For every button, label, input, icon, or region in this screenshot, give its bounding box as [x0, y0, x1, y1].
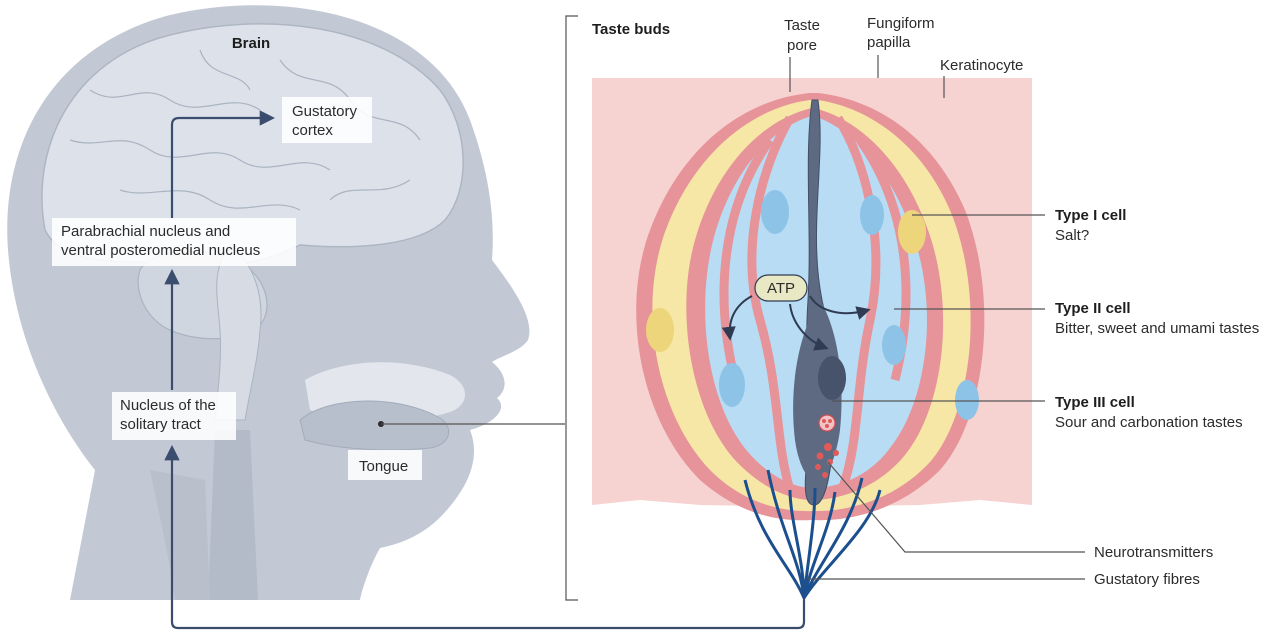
solitary-tract-line2: solitary tract [120, 416, 202, 433]
type-iii-nucleus [818, 356, 846, 400]
label-type-ii-cell: Type II cell Bitter, sweet and umami tas… [894, 300, 1259, 337]
neck-dark [150, 470, 210, 600]
label-type-iii-cell: Type III cell Sour and carbonation taste… [832, 394, 1243, 431]
solitary-tract-line1: Nucleus of the [120, 397, 216, 414]
atp-arrows [721, 295, 871, 351]
type-i-nuclei [646, 210, 926, 352]
label-brain: Brain [232, 35, 270, 52]
fungiform-line1: Fungiform [867, 15, 935, 32]
taste-pore-line1: Taste [784, 17, 820, 34]
solitary-tract-box [112, 392, 236, 440]
type-ii-name: Type II cell [1055, 300, 1131, 317]
taste-bud-illustration: ATP [592, 78, 1032, 599]
label-gustatory-cortex: Gustatory cortex [282, 97, 372, 143]
type-i-desc: Salt? [1055, 227, 1089, 244]
label-fungiform-papilla: Fungiform papilla [867, 15, 935, 78]
type-i-name: Type I cell [1055, 207, 1126, 224]
label-neurotransmitters: Neurotransmitters [827, 461, 1213, 561]
head-illustration [7, 5, 530, 601]
parabrachial-box [52, 218, 296, 266]
brain-folds [69, 49, 421, 211]
keratinocyte-label: Keratinocyte [940, 57, 1023, 74]
taste-pore-line2: pore [787, 37, 817, 54]
taste-buds-title: Taste buds [592, 21, 670, 38]
nuclei [719, 190, 979, 420]
type-iii-name: Type III cell [1055, 394, 1135, 411]
atp-badge: ATP [754, 274, 808, 302]
label-gustatory-fibres: Gustatory fibres [808, 571, 1200, 588]
atp-label: ATP [767, 280, 795, 297]
vesicles [815, 414, 839, 478]
label-parabrachial: Parabrachial nucleus and ventral postero… [52, 218, 296, 266]
label-type-i-cell: Type I cell Salt? [912, 207, 1126, 244]
pathway-fibre-to-solitary [164, 444, 806, 630]
brain-label: Brain [232, 35, 270, 52]
fungiform-line2: papilla [867, 34, 911, 51]
label-keratinocyte: Keratinocyte [940, 57, 1023, 98]
zoom-bracket [381, 15, 578, 601]
tongue-shape [299, 400, 450, 451]
parabrachial-line1: Parabrachial nucleus and [61, 223, 230, 240]
neurotransmitters-label: Neurotransmitters [1094, 544, 1213, 561]
type-iii-desc: Sour and carbonation tastes [1055, 414, 1243, 431]
nerve-fibres [743, 469, 882, 599]
label-tongue: Tongue [348, 421, 422, 480]
gustatory-cortex-line1: Gustatory [292, 103, 358, 120]
gustatory-pathway [164, 110, 806, 630]
gustatory-cortex-box [282, 97, 372, 143]
tongue-box [348, 450, 422, 480]
gustatory-cortex-line2: cortex [292, 122, 333, 139]
pathway-parabrachial-to-cortex [170, 110, 276, 218]
label-solitary-tract: Nucleus of the solitary tract [112, 392, 236, 440]
gustatory-fibres-label: Gustatory fibres [1094, 571, 1200, 588]
parabrachial-line2: ventral posteromedial nucleus [61, 242, 260, 259]
tongue-label: Tongue [359, 458, 408, 475]
type-ii-desc: Bitter, sweet and umami tastes [1055, 320, 1259, 337]
spine [208, 430, 258, 600]
label-taste-pore: Taste pore [784, 17, 820, 92]
type-iii-cell-wide [793, 300, 842, 482]
